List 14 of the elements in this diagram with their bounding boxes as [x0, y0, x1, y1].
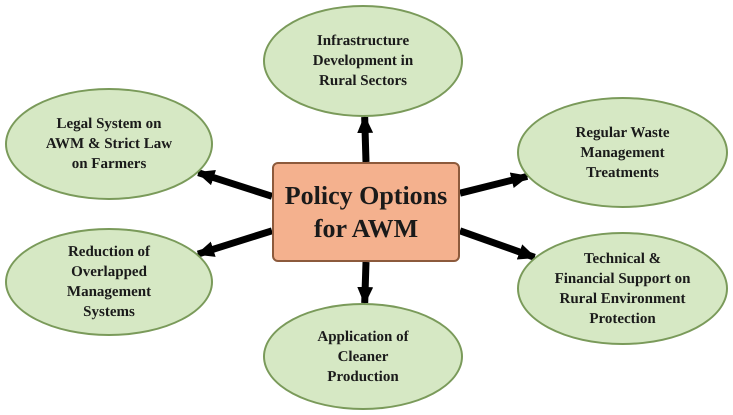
option-text: Technical & Financial Support on Rural Environment Protection — [554, 250, 692, 328]
arrow — [357, 262, 374, 305]
arrow — [458, 228, 536, 261]
arrow — [357, 115, 374, 162]
arrow — [196, 227, 274, 258]
arrow — [459, 172, 530, 197]
option-text: Infrastructure Development in Rural Sectors — [312, 32, 414, 91]
option-text: Legal System on AWM & Strict Law on Farmers — [44, 115, 174, 174]
option-text: Application of Cleaner Production — [316, 328, 410, 386]
option-text: Reduction of Overlapped Management Systems — [66, 243, 152, 322]
central-box — [272, 162, 460, 262]
title-text: Policy Options for AWM — [284, 180, 448, 245]
arrow — [196, 169, 274, 200]
option-text: Regular Waste Management Treatments — [574, 124, 671, 182]
